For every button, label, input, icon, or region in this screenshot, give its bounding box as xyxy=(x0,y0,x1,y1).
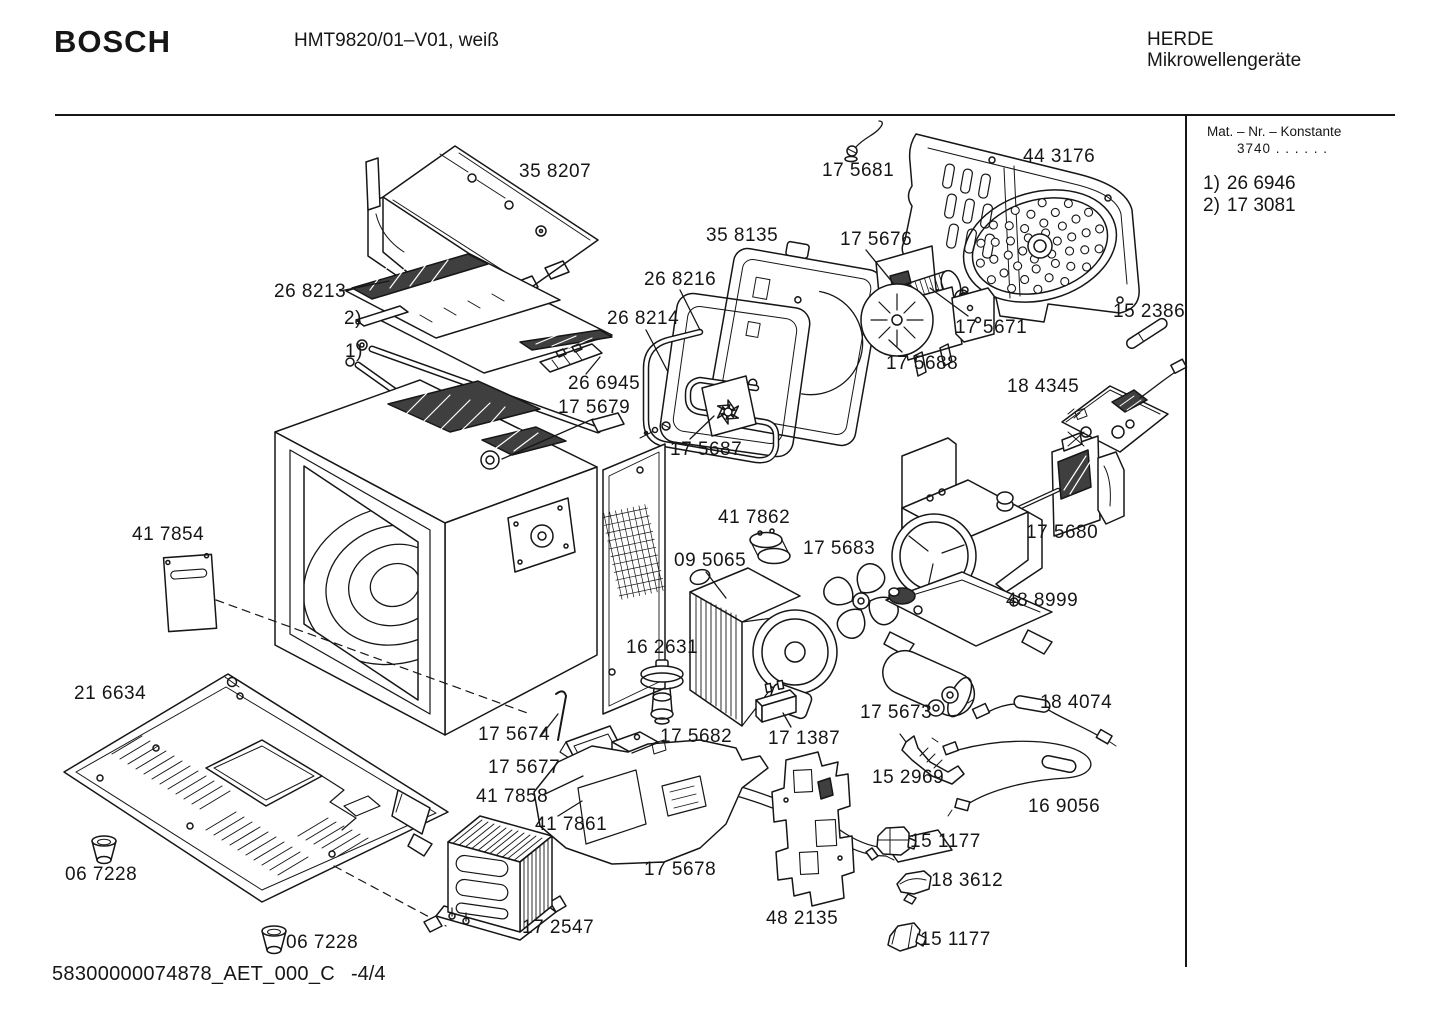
part-clip-15-1177-a xyxy=(865,826,917,861)
part-number-label: 17 5677 xyxy=(488,757,561,778)
part-number-label: 26 6945 xyxy=(568,373,641,394)
right-rule xyxy=(1185,114,1187,967)
part-number-label: 35 8135 xyxy=(706,225,779,246)
part-bracket-26-6945 xyxy=(539,343,603,373)
page-indicator: -4/4 xyxy=(351,963,386,985)
part-number-label: 16 9056 xyxy=(1028,796,1101,817)
part-cover-plate xyxy=(162,553,531,715)
footnote-2: 2) 17 3081 xyxy=(1203,195,1303,217)
part-clip-18-3612 xyxy=(896,870,932,905)
part-foot-2 xyxy=(261,925,287,955)
part-grill-plates xyxy=(345,253,613,374)
part-thermostat xyxy=(749,528,791,565)
material-number-constant: 3740 . . . . . . xyxy=(1237,141,1329,156)
part-bracket-48-2135 xyxy=(771,751,855,907)
part-wire-harness-1 xyxy=(967,695,1117,747)
division-line2: Mikrowellengeräte xyxy=(1147,50,1302,71)
part-number-label: 17 5673 xyxy=(860,702,933,723)
part-turntable-motor xyxy=(639,375,757,439)
part-fan-housing xyxy=(883,437,1053,657)
part-number-label: 17 5680 xyxy=(1026,522,1099,543)
document-id: 58300000074878_AET_000_C xyxy=(52,963,336,985)
part-number-label: 18 4074 xyxy=(1040,692,1113,713)
part-fan-blade xyxy=(823,563,899,639)
part-foot-1 xyxy=(91,835,117,865)
part-number-label: 17 5688 xyxy=(886,353,959,374)
part-number-label: 15 1177 xyxy=(910,831,981,852)
part-number-label: 17 5678 xyxy=(644,859,717,880)
part-number-label: 18 3612 xyxy=(931,870,1004,891)
division-line1: HERDE xyxy=(1147,29,1214,50)
part-micro-switch xyxy=(755,679,797,723)
part-pin xyxy=(1125,317,1168,350)
bosch-logo: BOSCH xyxy=(54,24,171,59)
part-number-label: 26 8214 xyxy=(607,308,680,329)
part-number-label: 17 5671 xyxy=(955,317,1028,338)
part-number-label: 17 5683 xyxy=(803,538,876,559)
part-number-label: 2) xyxy=(344,308,362,329)
part-number-label: 17 5674 xyxy=(478,724,551,745)
part-fan-wheel xyxy=(860,283,934,357)
footnote-2-value: 17 3081 xyxy=(1226,195,1296,216)
part-wire-harness-2 xyxy=(931,737,1092,817)
part-number-label: 41 7854 xyxy=(132,524,205,545)
part-number-label: 35 8207 xyxy=(519,161,592,182)
part-number-label: 16 2631 xyxy=(626,637,699,658)
part-number-label: 06 7228 xyxy=(286,932,359,953)
part-number-label: 15 1177 xyxy=(920,929,991,950)
part-fan-motor xyxy=(1001,431,1125,537)
footnote-1-label: 1) xyxy=(1203,173,1220,194)
part-number-label: 06 7228 xyxy=(65,864,138,885)
part-base-plate xyxy=(63,673,449,927)
part-pcb xyxy=(1061,358,1188,453)
part-number-label: 44 3176 xyxy=(1023,146,1096,167)
part-number-label: 17 2547 xyxy=(522,917,595,938)
part-number-label: 41 7862 xyxy=(718,507,791,528)
part-oven-cavity xyxy=(274,379,666,736)
part-number-label: 1) xyxy=(345,341,363,362)
footnote-1-value: 26 6946 xyxy=(1226,173,1296,194)
top-rule xyxy=(55,114,1395,116)
part-screw-wire xyxy=(844,120,883,163)
leader-lines xyxy=(339,249,969,817)
model-title: HMT9820/01–V01, weiß xyxy=(294,30,499,51)
footnote-1: 1) 26 6946 xyxy=(1203,173,1303,195)
part-number-label: 15 2969 xyxy=(872,767,945,788)
part-heater-tube xyxy=(642,328,780,464)
part-number-label: 26 8213 xyxy=(274,281,347,302)
part-number-label: 41 7858 xyxy=(476,786,549,807)
part-bracket-15-2969 xyxy=(899,733,965,785)
document-footer: 58300000074878_AET_000_C -4/4 xyxy=(52,963,385,986)
part-clip-15-1177-b xyxy=(887,922,927,952)
part-number-label: 15 2386 xyxy=(1113,301,1186,322)
footnote-2-label: 2) xyxy=(1203,195,1220,216)
part-number-label: 17 1387 xyxy=(768,728,841,749)
part-number-label: 48 2135 xyxy=(766,908,839,929)
part-transformer xyxy=(423,815,567,941)
part-number-label: 17 5682 xyxy=(660,726,733,747)
part-number-label: 17 5687 xyxy=(670,439,743,460)
part-rod-17-5674 xyxy=(555,690,567,741)
part-number-label: 17 5676 xyxy=(840,229,913,250)
part-number-label: 18 4345 xyxy=(1007,376,1080,397)
part-number-label: 26 8216 xyxy=(644,269,717,290)
part-heater-frame xyxy=(659,292,811,458)
part-number-label: 41 7861 xyxy=(535,814,608,835)
part-number-label: 09 5065 xyxy=(674,550,747,571)
part-capacitor xyxy=(882,649,976,718)
part-number-label: 21 6634 xyxy=(74,683,147,704)
division-title: HERDE Mikrowellengeräte xyxy=(1147,29,1301,71)
part-number-label: 17 5681 xyxy=(822,160,895,181)
part-number-label: 17 5679 xyxy=(558,397,631,418)
part-number-label: 48 8999 xyxy=(1006,590,1079,611)
part-rear-panel xyxy=(901,133,1140,323)
part-coupler xyxy=(640,659,684,725)
part-rod-2 xyxy=(355,305,409,327)
material-number-title: Mat. – Nr. – Konstante xyxy=(1207,124,1342,139)
